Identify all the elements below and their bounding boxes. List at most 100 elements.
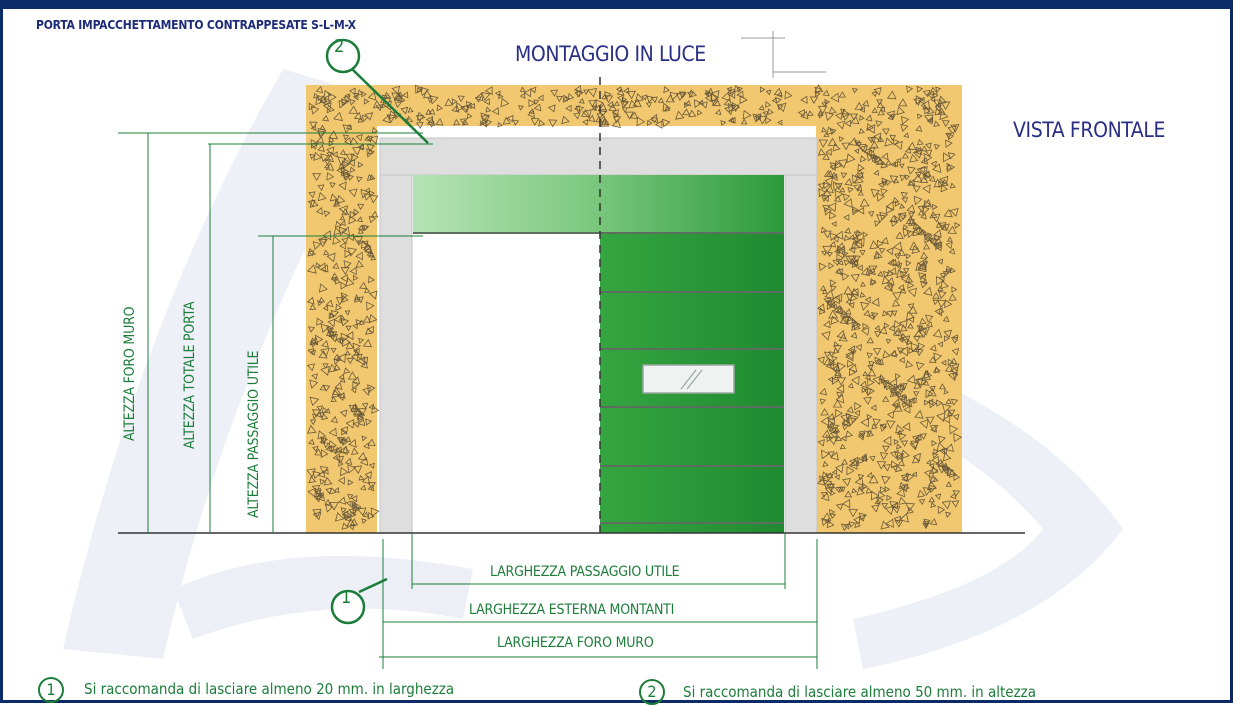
aggregate-mark (345, 341, 355, 350)
aggregate-mark (868, 360, 875, 368)
aggregate-mark (321, 413, 329, 421)
aggregate-mark (364, 135, 371, 142)
aggregate-mark (306, 296, 315, 305)
aggregate-mark (881, 152, 889, 161)
aggregate-mark (328, 92, 337, 102)
aggregate-mark (822, 479, 829, 486)
aggregate-mark (720, 120, 727, 127)
aggregate-mark (877, 490, 886, 500)
aggregate-mark (888, 324, 896, 332)
aggregate-mark (918, 272, 927, 281)
aggregate-mark (838, 333, 848, 342)
aggregate-mark (937, 299, 947, 309)
aggregate-mark (944, 364, 954, 373)
aggregate-mark (363, 442, 370, 450)
aggregate-mark (312, 445, 319, 453)
aggregate-mark (871, 297, 880, 307)
aggregate-mark (835, 435, 843, 442)
aggregate-mark (343, 137, 352, 146)
aggregate-mark (335, 297, 345, 306)
aggregate-mark (306, 363, 315, 372)
aggregate-mark (333, 111, 344, 122)
aggregate-mark (727, 89, 736, 97)
aggregate-mark (904, 275, 914, 284)
aggregate-mark (497, 121, 503, 128)
aggregate-mark (457, 95, 465, 103)
aggregate-mark (704, 91, 710, 98)
aggregate-mark (621, 100, 630, 108)
aggregate-mark (871, 154, 878, 161)
aggregate-mark (921, 206, 930, 215)
aggregate-mark (889, 267, 897, 276)
aggregate-mark (334, 446, 342, 454)
aggregate-mark (317, 191, 327, 202)
aggregate-mark (867, 368, 877, 377)
aggregate-mark (333, 227, 342, 236)
aggregate-mark (826, 519, 835, 529)
aggregate-mark (711, 97, 721, 107)
aggregate-mark (588, 99, 597, 108)
aggregate-mark (898, 98, 908, 107)
aggregate-mark (325, 487, 333, 495)
aggregate-mark (347, 479, 354, 486)
aggregate-mark (834, 230, 844, 240)
aggregate-mark (416, 87, 423, 94)
aggregate-mark (941, 120, 950, 128)
aggregate-mark (848, 137, 859, 146)
aggregate-mark (353, 236, 364, 245)
aggregate-mark (901, 196, 909, 204)
aggregate-mark (332, 452, 341, 462)
aggregate-mark (832, 363, 841, 372)
aggregate-mark (484, 118, 493, 128)
aggregate-mark (951, 500, 960, 508)
aggregate-mark (945, 241, 953, 250)
aggregate-mark (817, 356, 825, 364)
aggregate-mark (357, 418, 366, 427)
aggregate-mark (878, 181, 885, 189)
aggregate-mark (352, 504, 361, 514)
aggregate-mark (353, 349, 360, 356)
aggregate-mark (919, 175, 929, 184)
aggregate-mark (711, 93, 720, 103)
aggregate-mark (307, 264, 317, 274)
aggregate-mark (343, 513, 349, 520)
aggregate-mark (929, 518, 938, 526)
aggregate-mark (759, 86, 766, 93)
aggregate-mark (952, 490, 961, 498)
aggregate-mark (844, 308, 852, 315)
aggregate-mark (341, 160, 350, 170)
aggregate-mark (706, 87, 714, 95)
aggregate-mark (315, 96, 324, 106)
aggregate-mark (322, 230, 332, 241)
label-altezza-totale-porta: ALTEZZA TOTALE PORTA (182, 301, 198, 449)
aggregate-mark (859, 114, 865, 121)
aggregate-mark (821, 331, 831, 341)
aggregate-mark (945, 132, 952, 139)
aggregate-mark (347, 247, 357, 257)
aggregate-mark (317, 300, 324, 307)
aggregate-mark (502, 116, 511, 125)
aggregate-mark (318, 236, 327, 245)
aggregate-mark (857, 190, 864, 196)
aggregate-mark (860, 281, 866, 287)
aggregate-mark (924, 233, 933, 242)
aggregate-mark (416, 111, 426, 121)
aggregate-mark (904, 174, 911, 181)
aggregate-mark (907, 322, 914, 329)
aggregate-mark (946, 467, 956, 477)
aggregate-mark (890, 460, 899, 469)
aggregate-mark (932, 92, 939, 99)
aggregate-mark (350, 403, 361, 412)
aggregate-mark (800, 95, 808, 104)
aggregate-mark (898, 356, 905, 364)
aggregate-mark (851, 208, 859, 216)
aggregate-mark (935, 242, 943, 251)
aggregate-mark (328, 140, 335, 147)
aggregate-mark (905, 311, 915, 321)
aggregate-mark (345, 153, 355, 162)
aggregate-mark (832, 258, 840, 267)
aggregate-mark (821, 126, 827, 133)
aggregate-mark (339, 392, 346, 399)
label-altezza-passaggio-utile: ALTEZZA PASSAGGIO UTILE (246, 350, 262, 518)
aggregate-mark (309, 153, 316, 160)
